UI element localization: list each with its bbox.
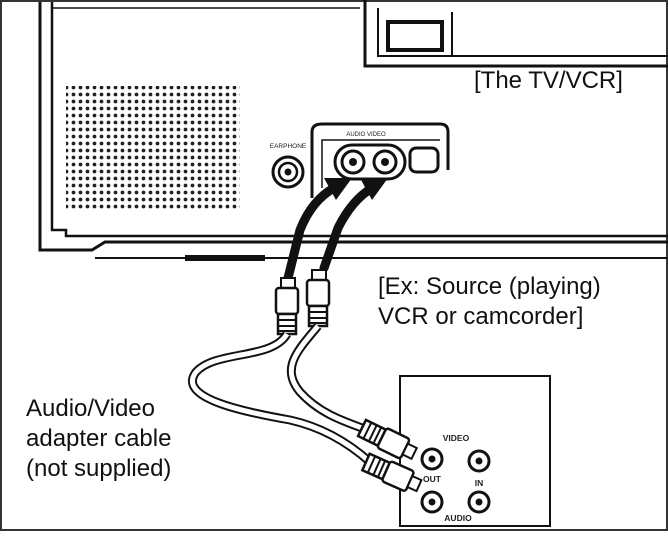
tv-vcr-unit: EARPHONE AUDIO VIDEO	[38, 0, 668, 261]
rca-plug-top-right	[305, 269, 331, 328]
source-caption-line-2: VCR or camcorder]	[378, 303, 584, 330]
av-jack-label: AUDIO VIDEO	[346, 132, 386, 138]
cable-caption: Audio/Video adapter cable (not supplied)	[26, 394, 171, 484]
rca-plug-bottom-upper	[356, 418, 419, 461]
adapter-cables	[188, 323, 373, 466]
tape-door-slot	[386, 20, 444, 52]
cable-caption-line-2: adapter cable	[26, 425, 172, 452]
connection-arrows	[283, 178, 388, 283]
source-in-label: IN	[475, 478, 484, 488]
source-device-caption: [Ex: Source (playing) VCR or camcorder]	[378, 272, 601, 332]
speaker-grille	[66, 86, 240, 210]
source-out-label: OUT	[423, 474, 442, 484]
audio-input-jack-hole	[349, 158, 357, 166]
tape-door	[363, 0, 668, 68]
front-button	[408, 146, 440, 174]
jack-recess	[310, 122, 450, 198]
source-device-panel: VIDEO OUT IN AUDIO	[399, 375, 551, 527]
video-arrow	[319, 183, 377, 273]
rca-plug-bottom-lower	[360, 452, 423, 493]
audio-arrow-head	[324, 178, 352, 200]
earphone-jack-hole	[284, 168, 292, 176]
source-audio-label: AUDIO	[444, 513, 472, 523]
jack-recess-inner	[321, 139, 440, 188]
tape-door-inner	[377, 8, 668, 57]
video-input-jack-hole	[381, 158, 389, 166]
cable-caption-line-3: (not supplied)	[26, 455, 172, 482]
source-caption-line-1: [Ex: Source (playing)	[378, 273, 601, 300]
cable-caption-line-1: Audio/Video	[26, 395, 155, 422]
earphone-label: EARPHONE	[270, 143, 307, 150]
rca-plug-top-left	[274, 277, 300, 336]
source-video-label: VIDEO	[443, 433, 470, 443]
tv-vcr-caption: [The TV/VCR]	[474, 67, 623, 94]
tv-base-foot	[185, 255, 265, 261]
tv-body-inner-line	[50, 2, 668, 238]
audio-arrow	[283, 183, 339, 283]
video-arrow-head	[360, 178, 388, 200]
